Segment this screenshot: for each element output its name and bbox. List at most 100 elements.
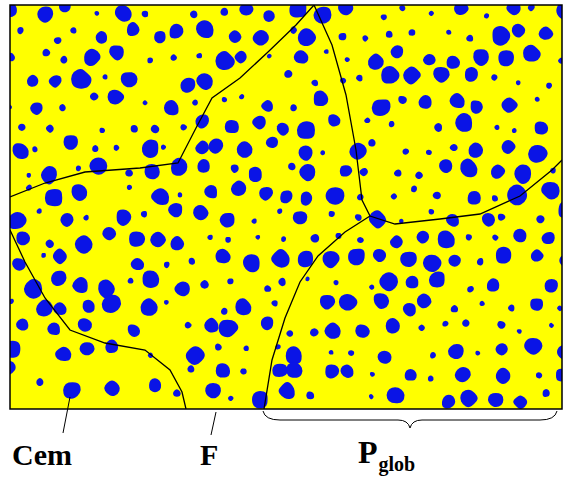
cementite-globule xyxy=(545,279,558,293)
cementite-globule xyxy=(102,295,121,313)
cementite-globule xyxy=(492,235,498,241)
cementite-globule xyxy=(402,149,409,155)
cementite-globule xyxy=(535,97,540,102)
cementite-globule xyxy=(99,128,105,133)
cementite-globule xyxy=(220,8,228,16)
cementite-globule xyxy=(368,54,384,70)
cementite-globule xyxy=(512,24,526,38)
cementite-globule xyxy=(173,389,181,396)
cementite-globule xyxy=(491,165,505,179)
cementite-globule xyxy=(251,218,256,223)
cementite-globule xyxy=(261,100,273,112)
cementite-globule xyxy=(239,94,244,99)
cementite-globule xyxy=(513,229,526,243)
cementite-globule xyxy=(109,45,124,60)
cementite-globule xyxy=(320,295,335,310)
cementite-globule xyxy=(193,205,208,220)
cementite-globule xyxy=(70,27,76,33)
cementite-globule xyxy=(164,262,170,268)
cementite-globule xyxy=(536,215,544,223)
cementite-globule xyxy=(266,137,278,148)
cementite-globule xyxy=(90,92,99,100)
cementite-globule xyxy=(506,5,520,15)
cementite-globule xyxy=(542,232,555,244)
cementite-globule xyxy=(501,98,517,113)
cementite-globule xyxy=(448,344,464,359)
pglob-bracket xyxy=(263,411,557,428)
cementite-globule xyxy=(428,376,434,382)
cementite-globule xyxy=(121,72,138,87)
cementite-globule xyxy=(63,382,81,399)
cementite-globule xyxy=(348,249,365,266)
cementite-globule xyxy=(219,320,239,337)
cementite-globule xyxy=(379,272,398,291)
cementite-globule xyxy=(364,118,370,124)
cementite-globule xyxy=(512,128,517,133)
cementite-globule xyxy=(549,323,554,328)
cementite-globule xyxy=(16,318,28,330)
cementite-globule xyxy=(204,318,218,333)
cementite-globule xyxy=(460,159,477,178)
subscript-label: glob xyxy=(379,454,416,474)
cementite-globule xyxy=(222,97,227,102)
cementite-globule xyxy=(10,5,17,17)
cementite-globule xyxy=(298,28,316,46)
cementite-globule xyxy=(502,140,516,154)
cementite-globule xyxy=(477,258,483,266)
cementite-globule xyxy=(117,209,132,226)
cementite-globule xyxy=(235,298,251,315)
grain-boundaries xyxy=(10,5,562,409)
cementite-globule xyxy=(310,234,319,242)
cementite-globule xyxy=(197,159,209,173)
cementite-globule xyxy=(55,347,71,361)
cementite-globule xyxy=(216,249,231,263)
cementite-globule xyxy=(528,5,535,11)
cementite-globule xyxy=(372,99,391,116)
cementite-globule xyxy=(53,248,67,264)
cementite-globule xyxy=(171,54,178,61)
cementite-globule xyxy=(64,135,78,150)
cementite-globule xyxy=(185,322,192,329)
cementite-globule xyxy=(467,286,474,292)
cementite-globule xyxy=(468,191,481,205)
cementite-globule xyxy=(438,231,455,249)
cementite-globule xyxy=(42,49,50,57)
cementite-globule xyxy=(508,305,514,312)
cementite-globule xyxy=(41,253,45,258)
cementite-globule xyxy=(151,125,160,133)
phase-label: Cem xyxy=(12,440,72,470)
cementite-globule xyxy=(492,195,498,201)
cementite-globule xyxy=(348,350,354,356)
cementite-globule xyxy=(442,395,455,409)
cementite-globule xyxy=(389,121,395,127)
cementite-globule xyxy=(192,99,198,105)
cementite-globule xyxy=(498,214,506,221)
ferrite-matrix xyxy=(10,5,562,409)
cementite-globule xyxy=(507,184,527,205)
cementite-globule xyxy=(131,258,145,270)
cementite-globule xyxy=(514,164,531,184)
cementite-globules xyxy=(10,5,562,409)
cementite-globule xyxy=(381,14,387,20)
cementite-globule xyxy=(149,378,161,392)
cementite-globule xyxy=(243,254,260,272)
cementite-globule xyxy=(524,338,542,355)
cementite-globule xyxy=(293,211,308,224)
cementite-globule xyxy=(115,5,132,22)
cementite-globule xyxy=(430,352,436,359)
cementite-globule xyxy=(328,114,340,126)
cementite-globule xyxy=(539,26,554,39)
cementite-globule xyxy=(556,5,562,20)
cementite-globule xyxy=(10,361,16,375)
cementite-globule xyxy=(345,57,350,62)
cementite-globule xyxy=(381,66,399,84)
cementite-globule xyxy=(290,104,297,111)
cementite-globule xyxy=(243,345,248,351)
cementite-globule xyxy=(403,303,416,317)
cementite-globule xyxy=(426,150,432,155)
cementite-globule xyxy=(433,192,441,199)
cementite-globule xyxy=(80,342,95,355)
cementite-globule xyxy=(475,351,480,356)
cementite-globule xyxy=(71,184,87,201)
phase-label: P xyxy=(358,436,378,468)
